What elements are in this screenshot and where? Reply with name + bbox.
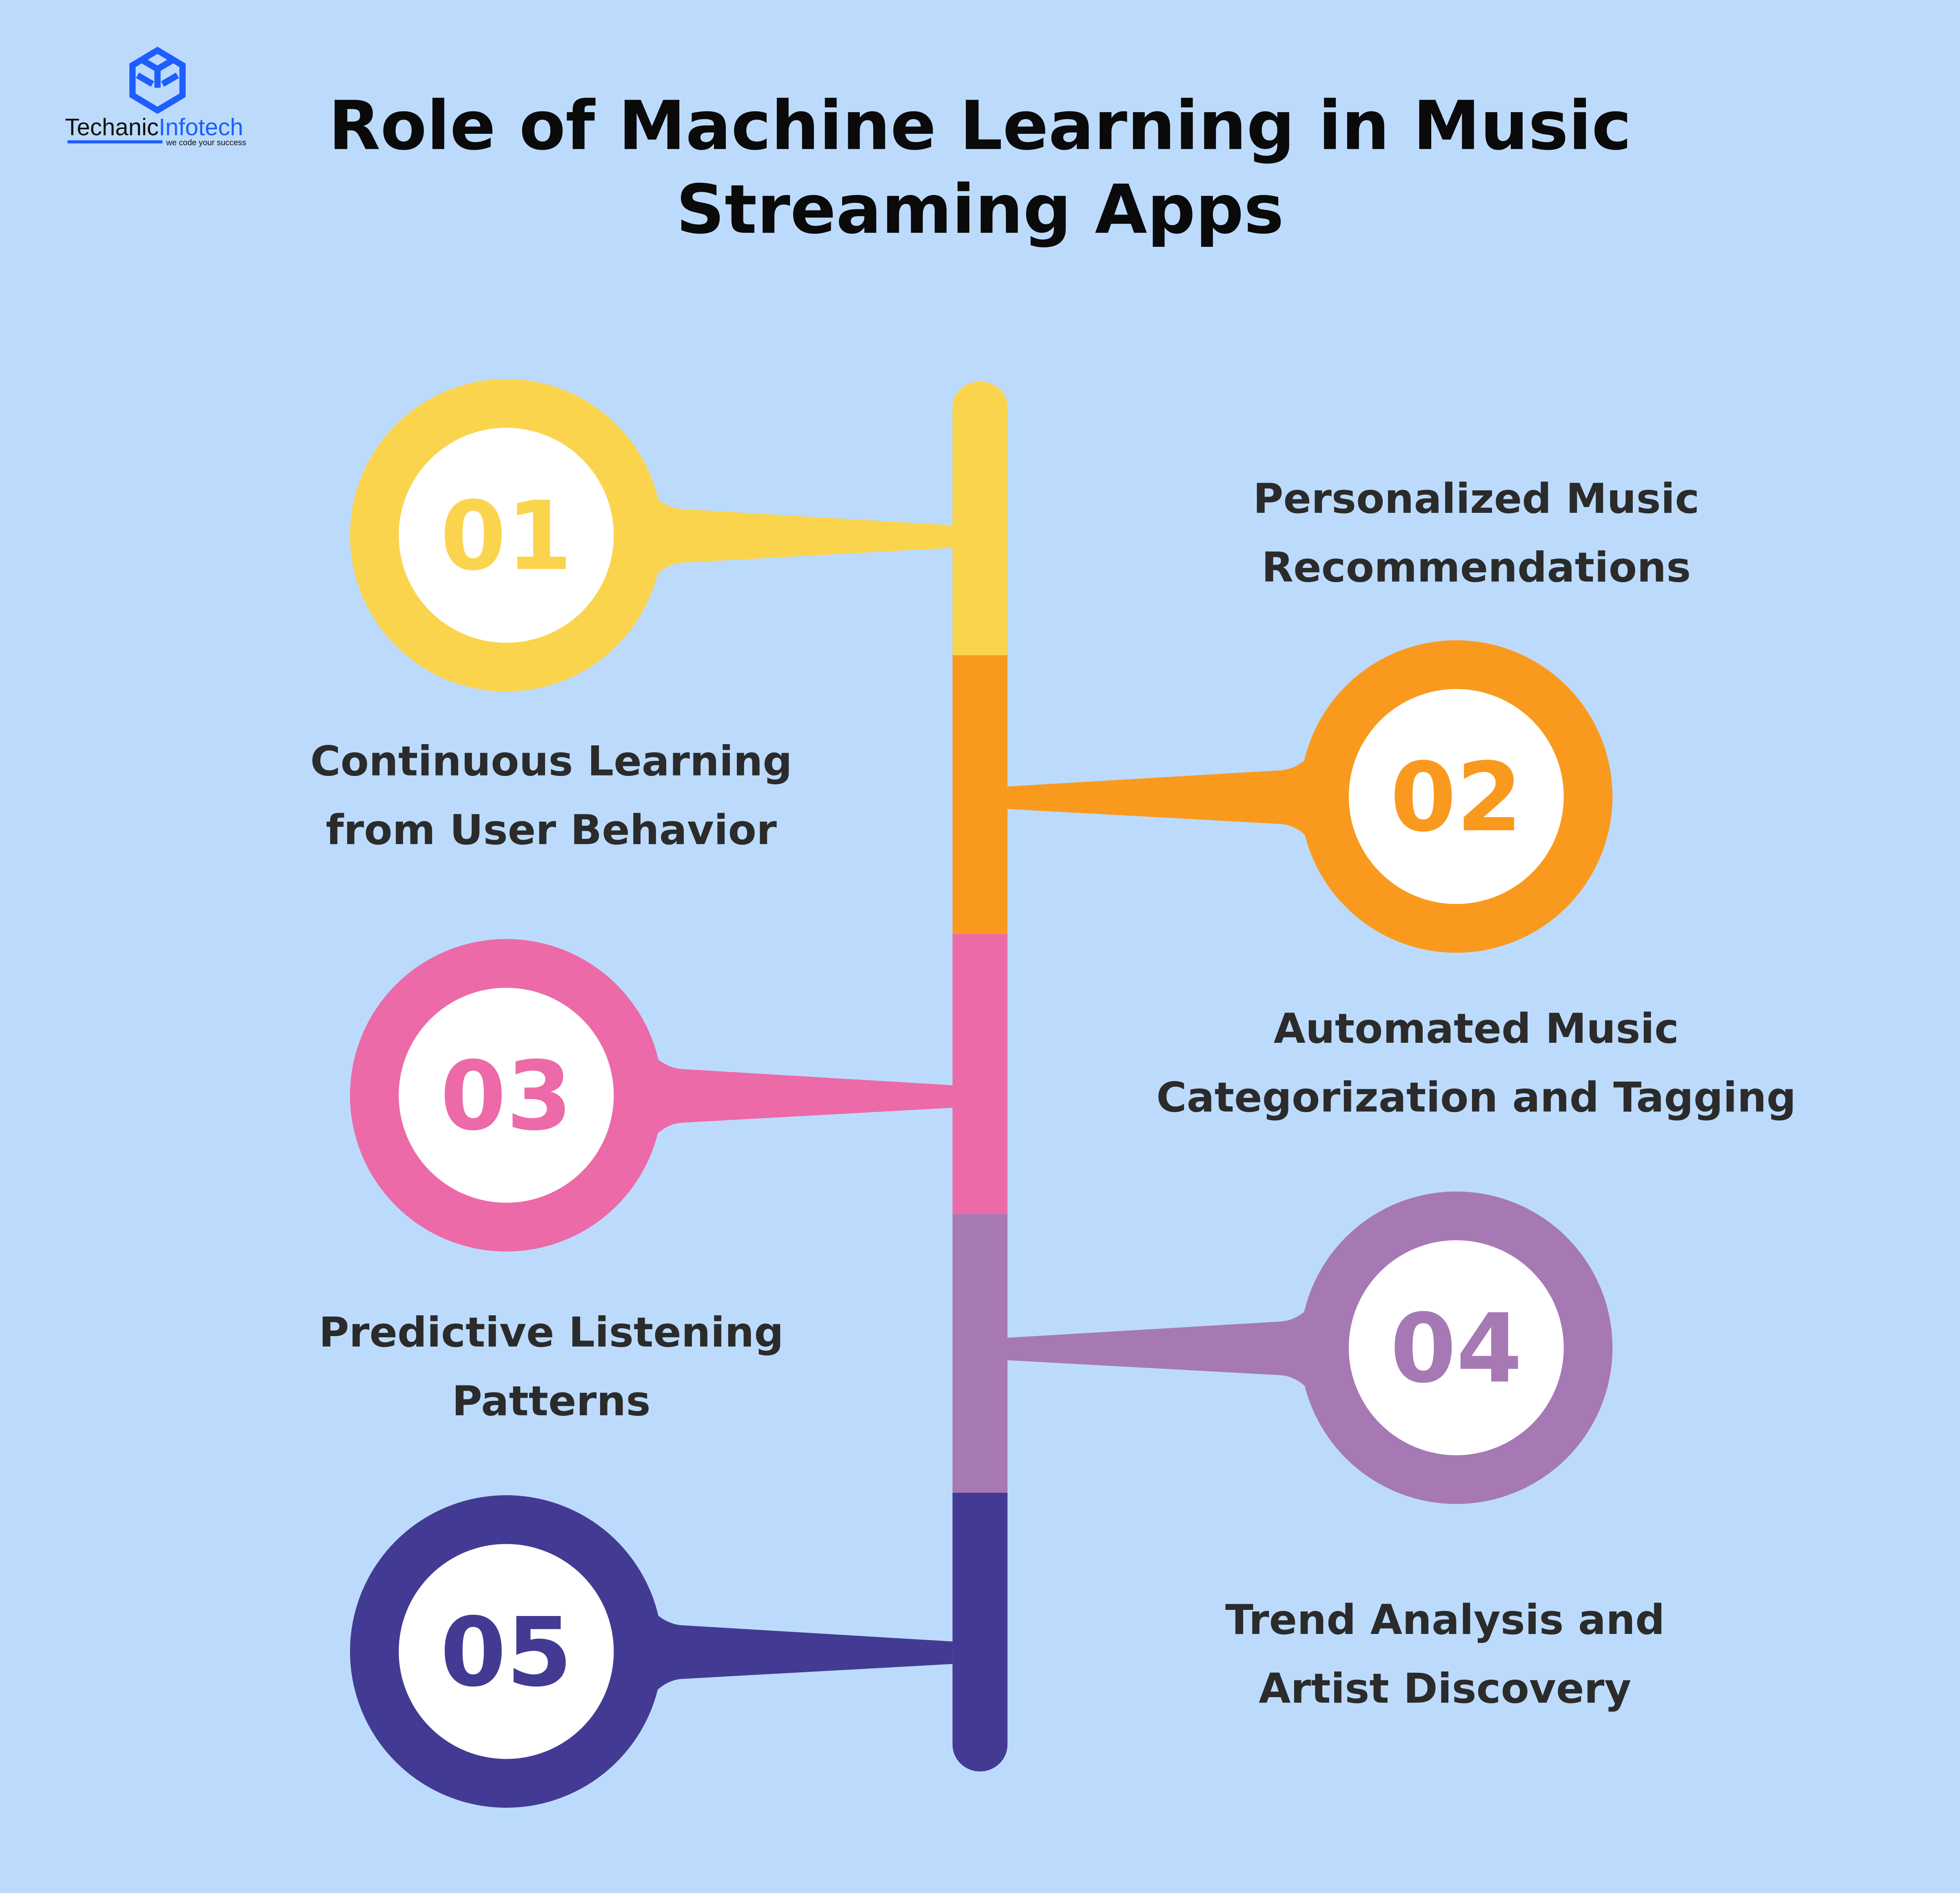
item-label-line1: Automated Music xyxy=(1274,1004,1679,1053)
connector xyxy=(631,463,953,613)
number-badge xyxy=(399,1544,614,1759)
connector xyxy=(1007,724,1331,874)
timeline-item-01: 01 Personalized Music Recommendations xyxy=(350,379,1699,692)
spine-segment-03 xyxy=(952,934,1008,1214)
spine-segment-04 xyxy=(952,1214,1008,1493)
item-label-line1: Continuous Learning xyxy=(310,737,792,785)
timeline-item-02: 02 Continuous Learning from User Behavio… xyxy=(310,640,1613,953)
title-line1: Role of Machine Learning in Music xyxy=(328,86,1632,165)
number-badge xyxy=(399,988,614,1203)
logo-underline xyxy=(67,140,163,144)
cube-logo-icon xyxy=(129,47,186,114)
logo-name-part1: Techanic xyxy=(65,114,159,141)
number-badge xyxy=(1348,1240,1564,1455)
item-label-line2: Categorization and Tagging xyxy=(1156,1073,1796,1121)
item-number: 03 xyxy=(440,1041,572,1151)
item-label-line2: Recommendations xyxy=(1262,543,1691,591)
item-label-line2: Artist Discovery xyxy=(1259,1665,1631,1713)
logo-tagline: we code your success xyxy=(166,138,246,147)
spine-segment-01 xyxy=(952,406,1008,656)
logo-name-part2: Infotech xyxy=(159,114,243,141)
timeline-item-04: 04 Predictive Listening Patterns xyxy=(319,1191,1613,1504)
number-badge xyxy=(1348,689,1564,904)
connector xyxy=(631,1022,953,1173)
timeline-item-03: 03 Automated Music Categorization and Ta… xyxy=(350,939,1796,1252)
item-number: 02 xyxy=(1390,742,1522,853)
item-label-line1: Predictive Listening xyxy=(319,1308,784,1356)
timeline-spine xyxy=(952,381,1008,1772)
title-line2: Streaming Apps xyxy=(676,171,1284,249)
spine-segment-02 xyxy=(952,655,1008,934)
item-number: 01 xyxy=(440,481,572,592)
item-label-line2: from User Behavior xyxy=(326,806,777,854)
item-label-line1: Personalized Music xyxy=(1253,474,1699,523)
connector xyxy=(1007,1275,1331,1425)
number-badge xyxy=(399,428,614,643)
timeline-item-05: 05 Trend Analysis and Artist Discovery xyxy=(350,1495,1665,1808)
item-label-line2: Patterns xyxy=(452,1377,651,1425)
item-number: 04 xyxy=(1390,1293,1522,1404)
item-number: 05 xyxy=(440,1597,572,1708)
logo: TechanicInfotech we code your success xyxy=(65,47,246,147)
svg-text:TechanicInfotech: TechanicInfotech xyxy=(65,114,243,141)
spine-segment-05 xyxy=(952,1492,1008,1743)
item-label-line1: Trend Analysis and xyxy=(1225,1596,1665,1644)
connector xyxy=(631,1579,953,1729)
